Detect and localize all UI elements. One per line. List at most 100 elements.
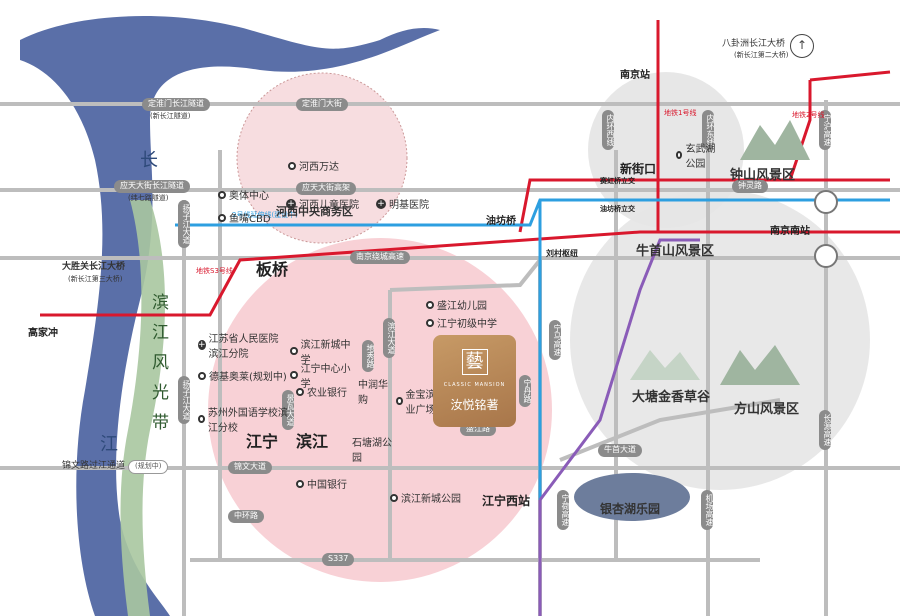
poi-pin-icon <box>290 347 298 355</box>
poi-binjiang-middle: 滨江新城中学 <box>290 336 354 366</box>
poi-pin-icon <box>426 300 434 309</box>
interchange-circle <box>814 190 838 214</box>
station-liucun: 刘村枢纽 <box>546 249 578 258</box>
binjiang-zone <box>208 238 552 582</box>
poi-pin-icon <box>676 151 683 159</box>
poi-pin-icon <box>288 161 296 170</box>
poi-hexi-wanda: 河西万达 <box>288 158 339 173</box>
hospital-icon: + <box>286 198 296 209</box>
road-ninghu: 宁沪高速 <box>819 110 832 150</box>
road-neihuan-e: 内环东线 <box>702 110 715 150</box>
bridge-jinwen-sub: (规划中) <box>128 460 169 474</box>
poi-zhongrun: 中润华购 <box>358 380 388 406</box>
road-neihuan-w: 内环西线 <box>602 110 615 150</box>
bridge-north-label: 八卦洲长江大桥 <box>722 39 786 49</box>
bank-icon <box>296 387 304 396</box>
poi-boc-bank: 中国银行 <box>296 476 347 491</box>
bridge-dingjiamen-sub: (新长江隧道) <box>150 112 191 120</box>
greenbelt-char-4: 光 <box>152 383 169 403</box>
zhongshan-mountain-icon <box>740 120 810 160</box>
road-niuxin: 牛首大道 <box>598 444 642 457</box>
zone-binjiang: 滨江 <box>296 432 329 451</box>
station-xinjiekou: 新街口 <box>620 162 657 176</box>
yangtze-river <box>20 16 440 616</box>
road-dihe: 地秀路 <box>362 340 375 372</box>
poi-mingji-hospital: +明基医院 <box>376 198 429 211</box>
zone-banqiao: 板桥 <box>256 260 289 279</box>
bridge-jinwen: 锦文路过江通道 <box>62 461 126 471</box>
road-yangzijiang-1: 扬子江大道 <box>178 200 191 248</box>
poi-xuanwu-park: 玄武湖公园 <box>676 140 716 170</box>
poi-yinxing-park: 银杏湖乐园 <box>600 502 661 516</box>
road-jinwen: 锦文大道 <box>228 461 272 474</box>
road-changyuan: 长源高速 <box>819 410 832 450</box>
poi-provincial-hospital: +江苏省人民医院滨江分院 <box>198 334 279 360</box>
datang-mountain-icon <box>630 350 700 380</box>
metro-lines <box>40 20 900 616</box>
road-binjiang: 滨江大道 <box>383 318 396 358</box>
poi-jiangning-junior: 江宁初级中学 <box>426 315 497 330</box>
scenic-niushou: 牛首山风景区 <box>636 244 715 259</box>
hospital-icon: + <box>198 340 206 350</box>
yinxing-lake <box>574 473 690 521</box>
poi-pin-icon <box>198 371 206 380</box>
greenbelt-char-3: 风 <box>152 353 169 373</box>
poi-shitang-park: 石塘湖公园 <box>352 438 392 464</box>
hexi-cbd-zone <box>236 72 408 244</box>
poi-binjiang-park: 滨江新城公园 <box>390 490 461 505</box>
road-nanjing-rao: 南京绕城高速 <box>350 251 410 264</box>
binjiang-greenbelt <box>120 200 165 616</box>
interchange-saihong: 赛虹桥立交 <box>600 177 635 185</box>
metro-line-1-label: 地铁1号线 <box>664 109 697 117</box>
bridge-yingtian-sub: (纬七路隧道) <box>128 194 169 202</box>
scenic-fangshan: 方山风景区 <box>734 402 800 417</box>
metro-line-10-label: 2号线延伸线(建设中) <box>232 211 298 219</box>
bridge-dashengguan-sub: (新长江第三大桥) <box>68 275 123 283</box>
poi-pin-icon <box>198 415 205 423</box>
interchange-circle <box>814 244 838 268</box>
bridge-dingjiamen: 定淮门长江隧道 <box>142 98 210 111</box>
brand-english: CLASSIC MANSION <box>443 382 506 388</box>
brand-logo-icon: 藝 <box>461 349 488 375</box>
station-jiangningxi: 江宁西站 <box>482 494 531 508</box>
poi-aoti: 奥体中心 <box>218 187 269 202</box>
road-dinghuaimen: 定淮门大街 <box>296 98 348 111</box>
zone-hexi-cbd: 河西中央商务区 <box>276 205 353 218</box>
road-ningma: 宁马高速 <box>549 320 562 360</box>
poi-pin-icon <box>426 318 434 327</box>
poi-pin-icon <box>218 213 226 222</box>
road-yingtian-elevated: 应天大街高架 <box>296 182 356 195</box>
bridge-north-sub: (新长江第二大桥) <box>734 51 789 59</box>
bank-icon <box>296 479 304 488</box>
poi-suzhou-school: 苏州外国语学校滨江分校 <box>198 404 288 434</box>
road-zhongling: 钟灵路 <box>732 180 768 193</box>
metro-line-s3-label: 地铁S3号线 <box>196 267 233 275</box>
greenbelt-char-5: 带 <box>152 413 169 433</box>
brand-chinese: 汝悦铭著 <box>450 398 499 412</box>
poi-shengjiang-kindergarten: 盛江幼儿园 <box>426 297 487 312</box>
river-label-chang: 长 <box>140 150 158 171</box>
poi-abc-bank: 农业银行 <box>296 384 347 399</box>
poi-pin-icon <box>290 371 298 379</box>
poi-pin-icon <box>396 397 403 405</box>
station-youfangqiao: 油坊桥 <box>486 216 516 227</box>
scenic-zhongshan: 钟山风景区 <box>730 168 796 183</box>
hospital-icon: + <box>376 198 386 209</box>
poi-pin-icon <box>218 190 226 199</box>
project-brand-badge: 藝 CLASSIC MANSION 汝悦铭著 <box>433 335 516 427</box>
road-ninghe: 宁荷高速 <box>557 490 570 530</box>
jiangning-east-zone <box>570 190 870 490</box>
station-nanjing: 南京站 <box>620 70 650 81</box>
road-jinghuan: 景瓦大道 <box>282 390 295 430</box>
metro-line-2-label: 地铁2号线 <box>792 111 825 119</box>
road-s337: S337 <box>322 553 355 566</box>
road-yangzijiang-3: 扬子江大道 <box>178 376 191 424</box>
road-ningdan: 宁丹路 <box>519 375 532 407</box>
poi-jiangning-primary: 江宁中心小学 <box>290 360 354 390</box>
road-jichang: 机场高速 <box>701 490 714 530</box>
poi-children-hospital: +河西儿童医院 <box>286 198 359 211</box>
greenbelt-char-1: 滨 <box>152 293 169 313</box>
interchange-youfang: 油坊桥立交 <box>600 205 635 213</box>
